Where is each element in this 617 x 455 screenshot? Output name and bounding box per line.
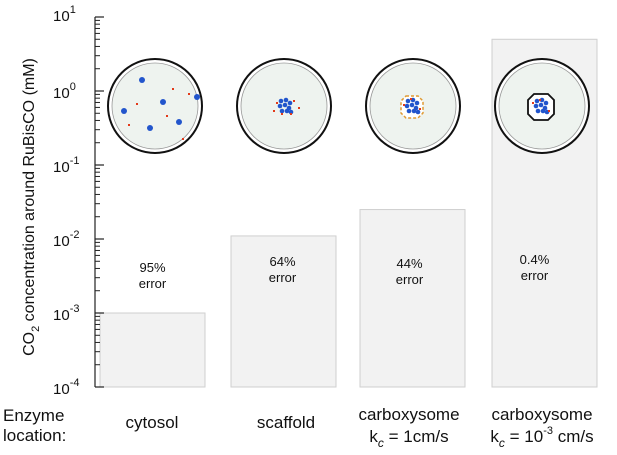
ytick-label-1: 101 xyxy=(53,4,76,25)
error-annotation-carboxysome-1: 44%error xyxy=(395,256,424,287)
rubisco-dot xyxy=(277,103,283,109)
co2-dot xyxy=(293,100,295,102)
rubisco-dot xyxy=(540,108,546,114)
cell-illustrations xyxy=(107,58,590,154)
co2-dot xyxy=(532,102,534,104)
category-label-scaffold: scaffold xyxy=(256,413,316,432)
cell-diagram-4 xyxy=(494,58,590,154)
cell-interior xyxy=(111,62,199,150)
co2-dot xyxy=(273,110,275,112)
y-axis-label: CO2 concentration around RuBisCO (mM) xyxy=(21,58,42,356)
rubisco-dot xyxy=(538,102,544,108)
rubisco-dot xyxy=(284,108,290,114)
co2-dot xyxy=(182,138,184,140)
rubisco-dot xyxy=(411,108,417,114)
bar-scaffold xyxy=(230,235,337,388)
co2-dot xyxy=(166,115,168,117)
rubisco-dot xyxy=(194,94,200,100)
rubisco-dot xyxy=(287,100,293,106)
rubisco-dot xyxy=(409,102,415,108)
rubisco-dot xyxy=(147,125,153,131)
ytick-label-m1: 10-1 xyxy=(53,155,80,176)
rubisco-dot xyxy=(160,99,166,105)
rubisco-dot xyxy=(278,98,284,104)
rubisco-dot xyxy=(406,108,412,114)
rubisco-dot xyxy=(283,97,289,103)
co2-dot xyxy=(419,108,421,110)
co2-dot xyxy=(290,113,292,115)
co2-dot xyxy=(410,98,412,100)
cell-diagram-2 xyxy=(236,58,332,154)
rubisco-dot xyxy=(414,100,420,106)
rubisco-dot xyxy=(282,102,288,108)
rubisco-dot xyxy=(404,103,410,109)
y-axis xyxy=(94,16,104,388)
error-annotation-cytosol: 95%error xyxy=(138,260,167,291)
co2-dot xyxy=(539,99,541,101)
co2-dot xyxy=(403,104,405,106)
rubisco-dot xyxy=(121,108,127,114)
cell-diagram-1 xyxy=(107,58,203,154)
rubisco-dot xyxy=(415,109,421,115)
ytick-label-m2: 10-2 xyxy=(53,229,80,250)
rubisco-dot xyxy=(534,98,540,104)
error-annotation-carboxysome-2: 0.4%error xyxy=(519,252,550,283)
rubisco-dot xyxy=(279,108,285,114)
rubisco-dot xyxy=(176,119,182,125)
rubisco-dot xyxy=(288,109,294,115)
error-annotation-scaffold: 64%error xyxy=(268,254,297,285)
ytick-label-m3: 10-3 xyxy=(53,303,80,324)
rubisco-dot xyxy=(539,97,545,103)
category-label-cytosol: cytosol xyxy=(125,413,179,432)
bar-carboxysome-1 xyxy=(359,209,466,388)
co2-dot xyxy=(128,124,130,126)
co2-dot xyxy=(136,103,138,105)
co2-dot xyxy=(281,113,283,115)
co2-dot xyxy=(298,107,300,109)
rubisco-dot xyxy=(533,103,539,109)
cell-diagram-3 xyxy=(365,58,461,154)
rubisco-dot xyxy=(535,108,541,114)
ytick-label-0: 100 xyxy=(53,81,76,102)
bar-cytosol xyxy=(99,312,206,388)
co2-dot xyxy=(172,88,174,90)
rubisco-dot xyxy=(405,98,411,104)
co2-dot xyxy=(548,110,550,112)
category-label-carboxysome-1: carboxysome kc = 1cm/s xyxy=(358,405,460,450)
rubisco-dot xyxy=(543,100,549,106)
category-label-carboxysome-2: carboxysome kc = 10-3 cm/s xyxy=(490,405,594,450)
ytick-label-m4: 10-4 xyxy=(53,377,80,398)
rubisco-dot xyxy=(139,77,145,83)
co2-dot xyxy=(276,102,278,104)
co2-dot xyxy=(188,93,190,95)
